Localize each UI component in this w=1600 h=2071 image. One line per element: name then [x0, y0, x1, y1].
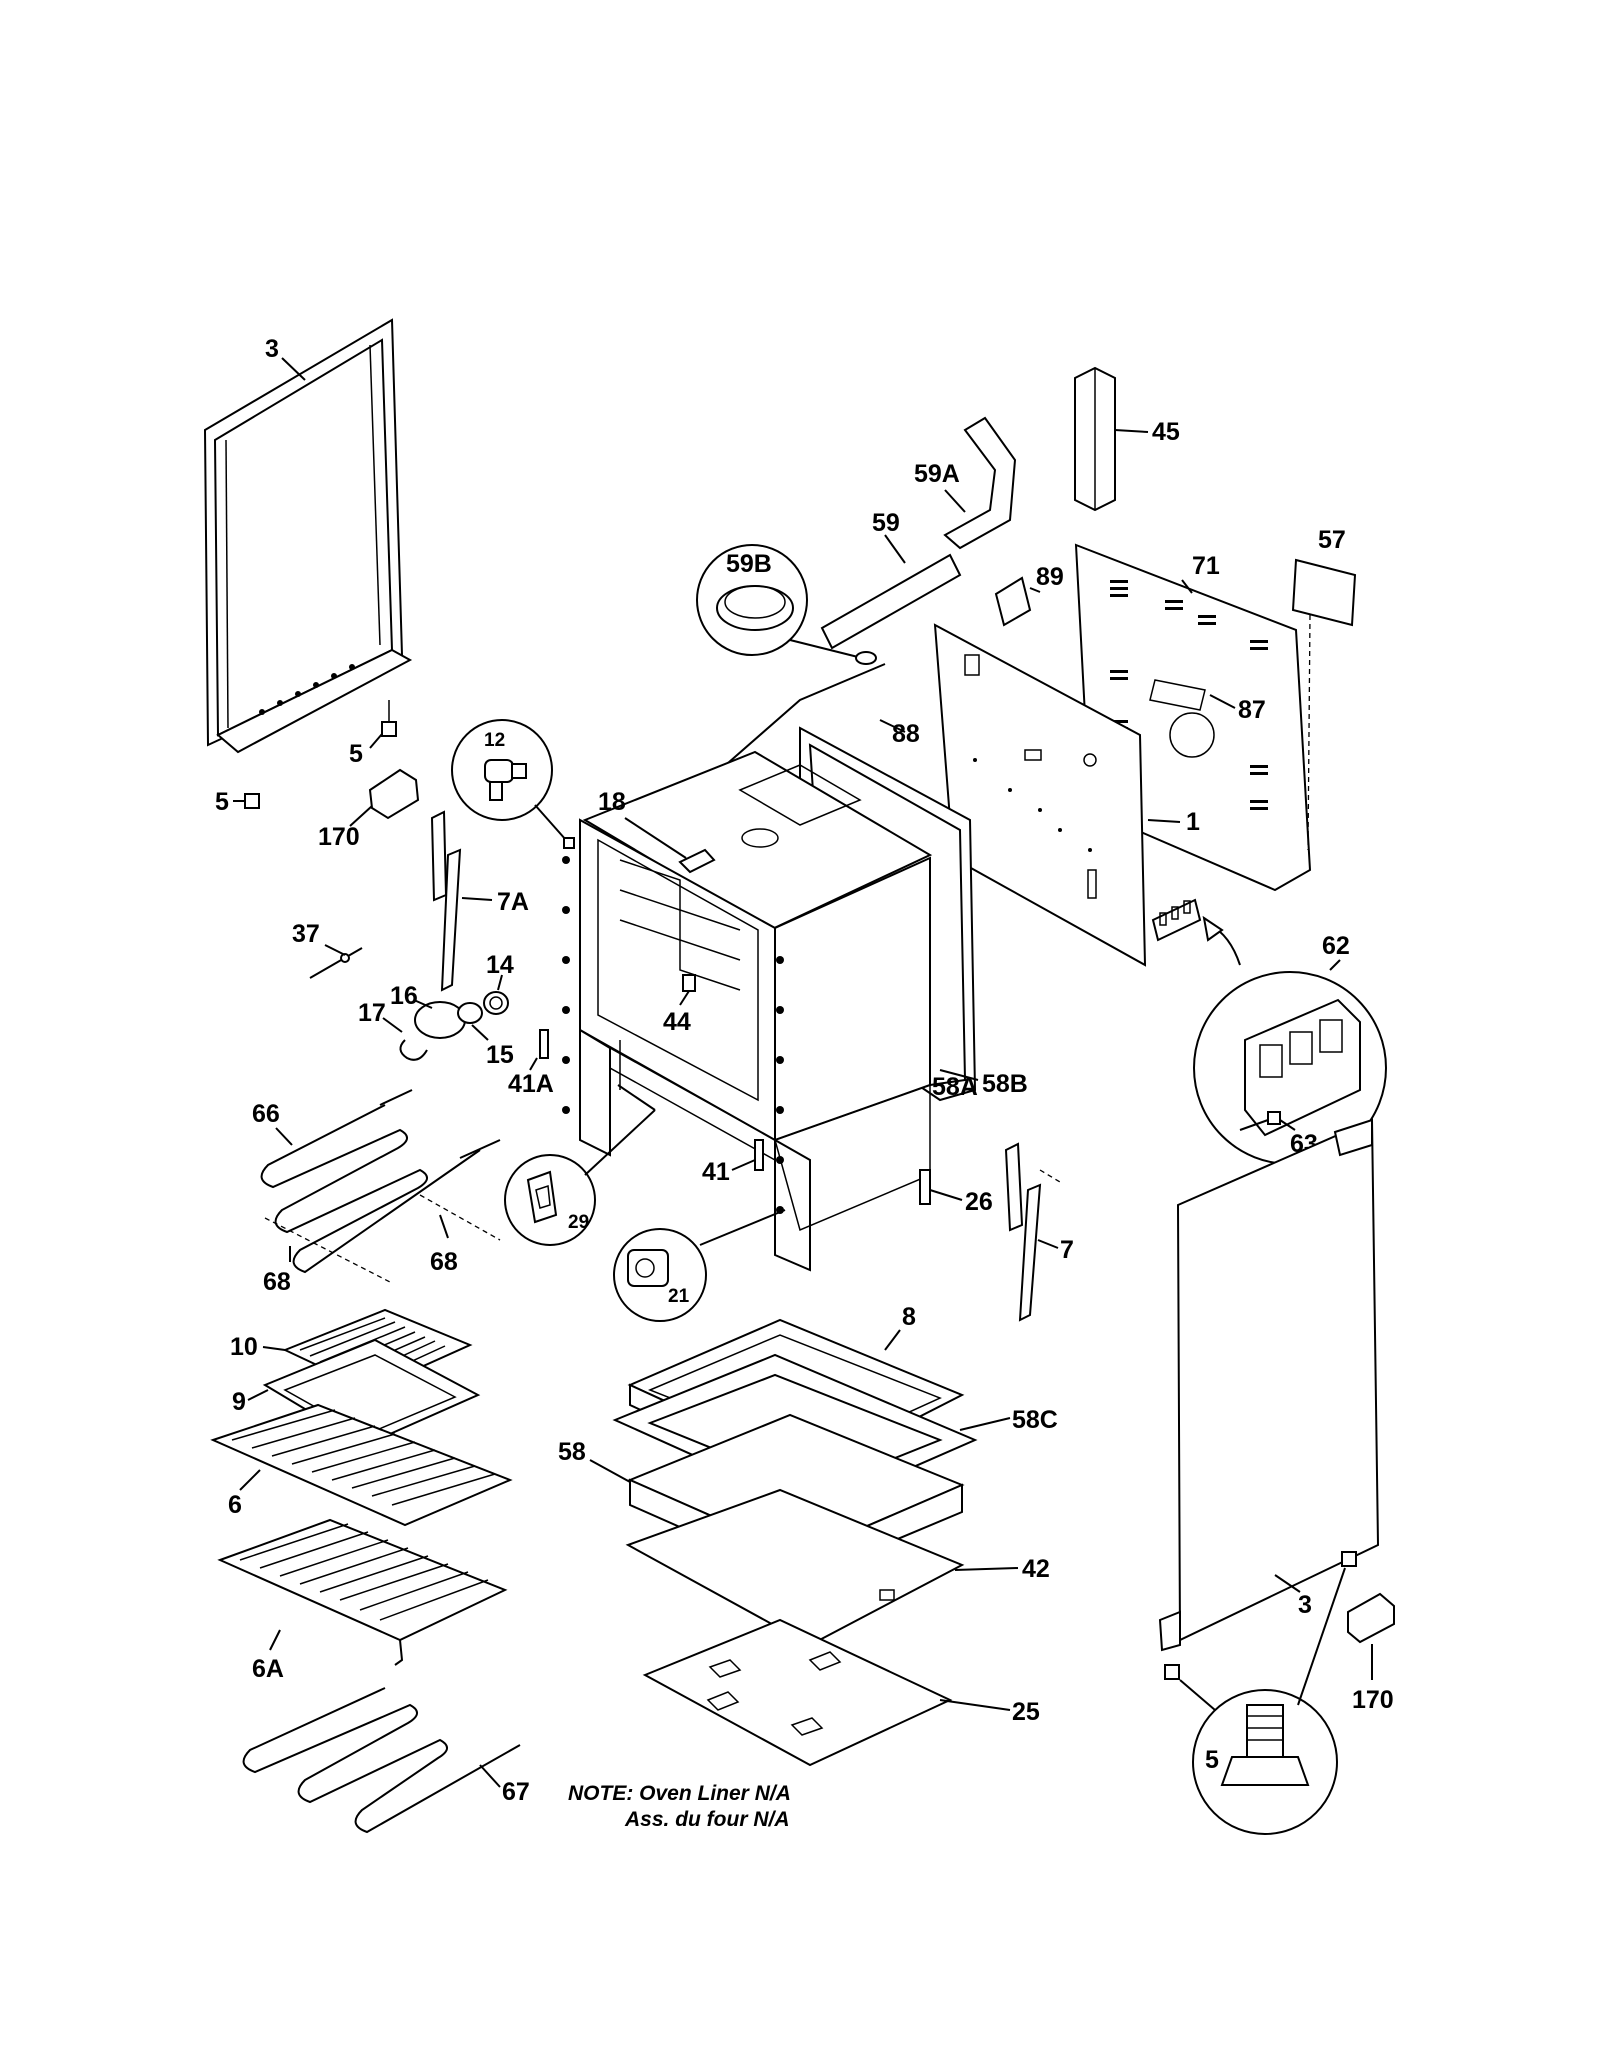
callout-21: [613, 1209, 786, 1322]
side-panel-right: [1158, 1118, 1380, 1652]
bracket-18: [678, 848, 716, 874]
label-7: 7: [1060, 1236, 1074, 1264]
label-170-right: 170: [1352, 1686, 1394, 1714]
label-59: 59: [872, 509, 900, 537]
lamp-socket-14: [483, 991, 509, 1015]
terminal-block: [1151, 898, 1202, 942]
callout-5: [1179, 1567, 1346, 1835]
label-25: 25: [1012, 1698, 1040, 1726]
label-37: 37: [292, 920, 320, 948]
label-10: 10: [230, 1333, 258, 1361]
label-21: 21: [668, 1286, 690, 1307]
label-88: 88: [892, 720, 920, 748]
label-26: 26: [965, 1188, 993, 1216]
plate-57: [1291, 558, 1357, 851]
label-44: 44: [663, 1008, 691, 1036]
label-58: 58: [558, 1438, 586, 1466]
bracket-41a: [539, 1029, 549, 1059]
label-41a: 41A: [508, 1070, 554, 1098]
label-59a: 59A: [914, 460, 960, 488]
label-15: 15: [486, 1041, 514, 1069]
label-58c: 58C: [1012, 1406, 1058, 1434]
label-7a: 7A: [497, 888, 529, 916]
label-16: 16: [390, 982, 418, 1010]
label-5-a: 5: [349, 740, 363, 768]
bake-element-66: [260, 1089, 501, 1274]
note-line-1: NOTE: Oven Liner N/A: [568, 1782, 791, 1805]
label-29: 29: [568, 1212, 589, 1233]
label-68-a: 68: [263, 1268, 291, 1296]
label-58a: 58A: [932, 1073, 978, 1101]
label-14: 14: [486, 951, 514, 979]
bracket-45: [1074, 366, 1116, 512]
vent-duct-59a: [943, 416, 1017, 550]
leveling-screw-a: [381, 700, 397, 737]
anti-tip-bracket-right: [1347, 1592, 1395, 1644]
label-12: 12: [484, 730, 505, 751]
part-44: [682, 974, 696, 992]
label-59b: 59B: [726, 550, 772, 578]
bottom-tray-42: [625, 1488, 965, 1647]
label-17: 17: [358, 999, 386, 1027]
label-89: 89: [1036, 563, 1064, 591]
label-8: 8: [902, 1303, 916, 1331]
callout-59b: [696, 544, 877, 665]
bracket-89: [994, 576, 1032, 627]
label-42: 42: [1022, 1555, 1050, 1583]
lamp-cover-16: [414, 1001, 483, 1039]
rear-panel-1: [933, 623, 1147, 967]
hinge-7a: [430, 810, 462, 992]
leveling-screw-b: [244, 793, 260, 809]
label-66: 66: [252, 1100, 280, 1128]
note-line-2: Ass. du four N/A: [624, 1808, 790, 1831]
lamp-clip-17: [399, 1039, 428, 1061]
oven-rack-6: [210, 1403, 513, 1527]
label-5-circle: 5: [1205, 1746, 1219, 1774]
bracket-41: [754, 1139, 764, 1171]
label-68-b: 68: [430, 1248, 458, 1276]
label-3-top: 3: [265, 335, 279, 363]
label-9: 9: [232, 1388, 246, 1416]
label-170-left: 170: [318, 823, 360, 851]
label-1: 1: [1186, 808, 1200, 836]
label-5-b: 5: [215, 788, 229, 816]
label-6a: 6A: [252, 1655, 284, 1683]
bottom-panel-25: [642, 1618, 953, 1767]
callout-12: [451, 719, 575, 849]
label-45: 45: [1152, 418, 1180, 446]
callout-29: [504, 1084, 656, 1246]
label-18: 18: [598, 788, 626, 816]
broil-element-67: [242, 1687, 521, 1834]
oven-rack-6a: [217, 1518, 508, 1666]
label-87: 87: [1238, 696, 1266, 724]
side-panel-left: [203, 318, 413, 754]
vent-59: [820, 553, 962, 650]
label-41: 41: [702, 1158, 730, 1186]
label-6: 6: [228, 1491, 242, 1519]
label-71: 71: [1192, 552, 1220, 580]
label-58b: 58B: [982, 1070, 1028, 1098]
oven-cavity-frame: [562, 750, 933, 1272]
bracket-26: [919, 1169, 931, 1205]
label-57: 57: [1318, 526, 1346, 554]
anti-tip-bracket-left: [368, 768, 420, 820]
label-62: 62: [1322, 932, 1350, 960]
label-67: 67: [502, 1778, 530, 1806]
hinge-7: [1004, 1142, 1061, 1322]
label-3-right: 3: [1298, 1591, 1312, 1619]
part-37: [309, 947, 363, 979]
